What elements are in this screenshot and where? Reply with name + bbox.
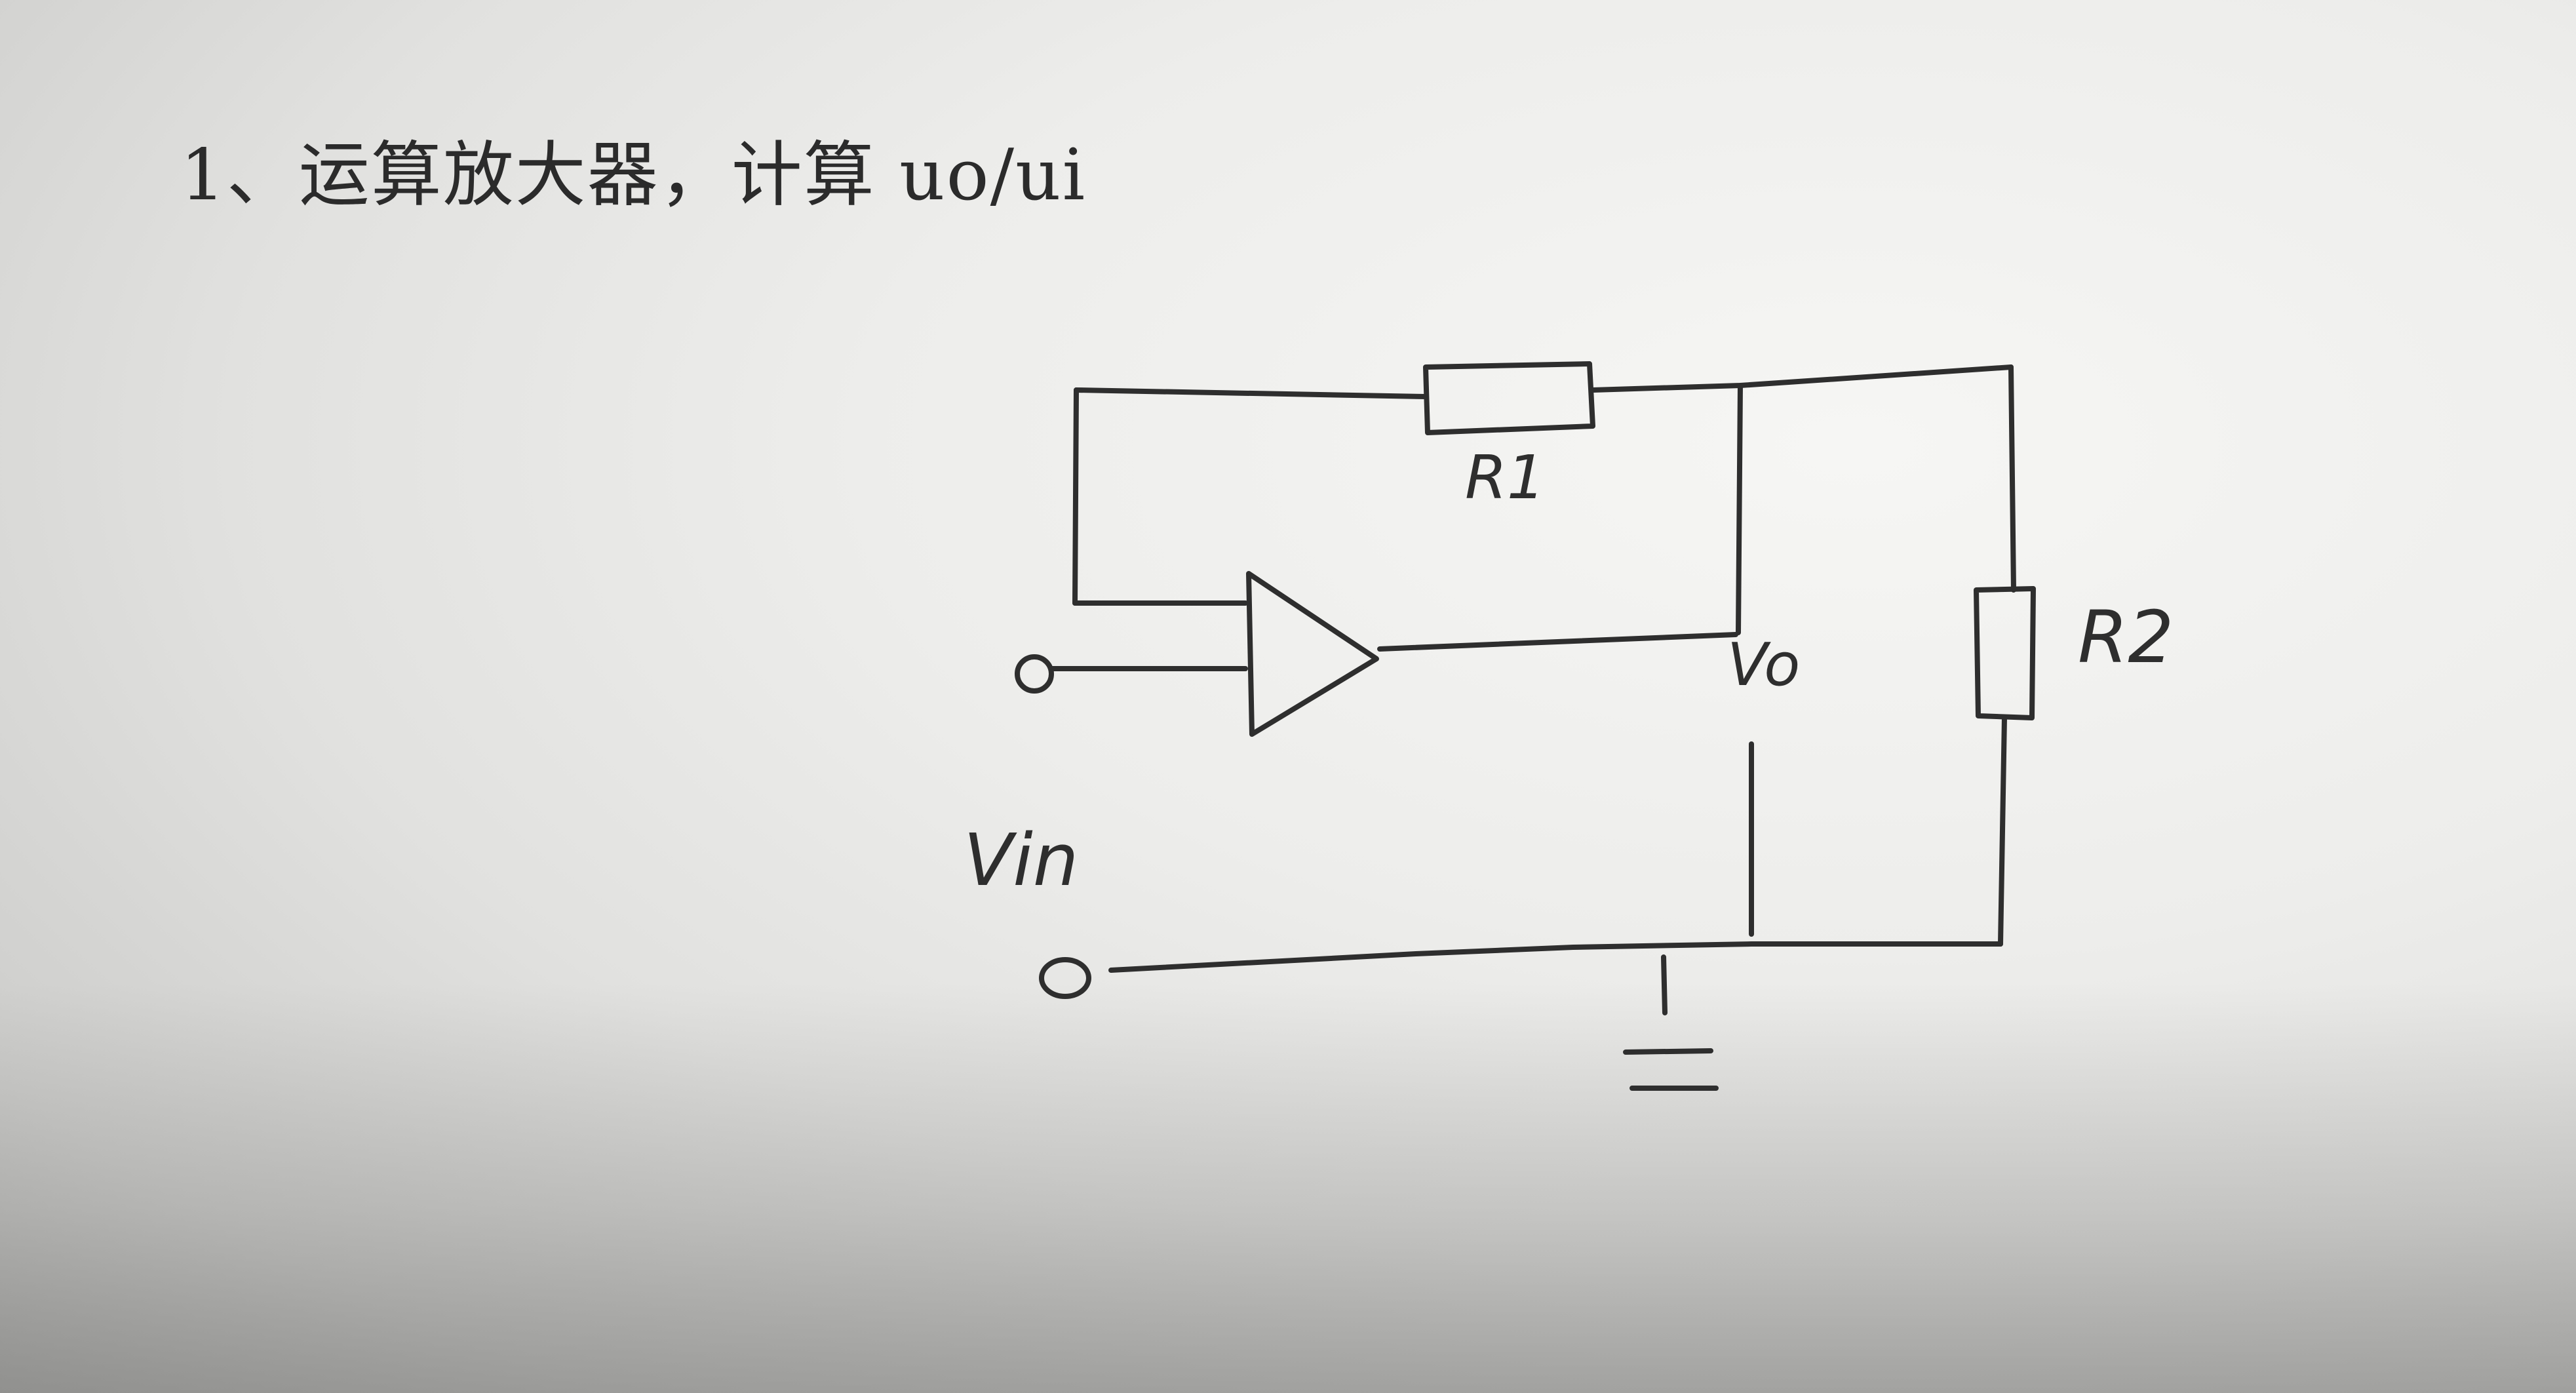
vin-positive-terminal: [1015, 654, 1054, 694]
label-vo: Vo: [1727, 631, 1800, 699]
feedback-wire-top-left: [1074, 387, 1428, 399]
right-wire-upper: [2008, 364, 2016, 593]
opamp-triangle: [1246, 571, 1379, 737]
label-r2: R2: [2078, 595, 2174, 679]
resistor-r1: [1423, 361, 1595, 435]
ground-stem: [1661, 954, 1668, 1015]
resistor-r2: [1974, 586, 2036, 720]
feedback-wire-left: [1072, 387, 1079, 606]
paper-shadow: [0, 983, 2576, 1393]
ground-rail: [1108, 941, 2003, 973]
vo-node-wire-upper: [1736, 383, 1743, 635]
problem-title: 1、运算放大器，计算 uo/ui: [180, 134, 1087, 216]
label-vin: Vin: [964, 818, 1079, 902]
label-r1: R1: [1465, 442, 1545, 513]
ground-symbol: [1623, 1048, 1719, 1091]
feedback-wire-top-right: [1590, 364, 2014, 393]
vin-negative-terminal: [1039, 957, 1091, 999]
right-wire-lower: [1998, 715, 2007, 947]
opamp-output-wire: [1377, 632, 1738, 652]
